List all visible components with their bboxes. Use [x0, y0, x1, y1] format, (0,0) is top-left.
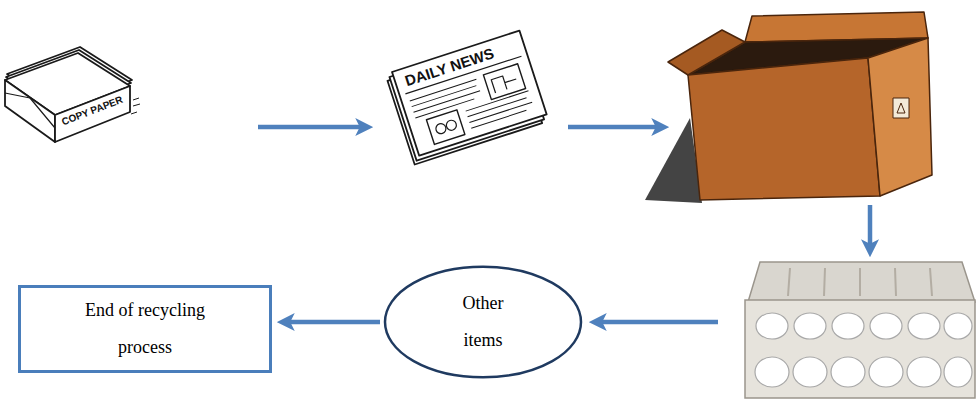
node-text: Other items [447, 285, 519, 359]
flow-arrow [600, 320, 718, 325]
flow-arrow [868, 205, 873, 246]
circle-shape [385, 267, 581, 378]
egg [831, 357, 865, 387]
carton-base [745, 300, 975, 398]
news-photo [426, 110, 464, 145]
lid-ridges [788, 268, 932, 296]
egg-carton [745, 262, 975, 398]
ream-side [5, 80, 55, 142]
news-photo-detail [435, 122, 448, 135]
recycle-mark [897, 103, 905, 113]
news-photo-detail [491, 72, 518, 93]
wrapper-fold [5, 93, 55, 128]
box-back-flap [745, 12, 928, 42]
circle-outline [383, 265, 583, 379]
ream-front [55, 86, 130, 142]
ream-hatch [131, 98, 140, 114]
process-box: End of recycling process [18, 285, 272, 373]
newspaper-page [392, 31, 547, 156]
box-sticker [893, 98, 909, 118]
carton-lid [748, 262, 975, 302]
news-photo-detail [445, 119, 458, 132]
egg [756, 313, 788, 339]
egg [832, 313, 864, 339]
node-text: End of recycling process [70, 292, 220, 366]
egg [908, 313, 940, 339]
box-side [868, 38, 932, 196]
eggs [755, 313, 972, 387]
flow-arrow [568, 125, 658, 130]
egg [907, 357, 941, 387]
egg [869, 357, 903, 387]
egg [944, 357, 972, 387]
box-front [688, 58, 880, 200]
box-left-flap [668, 30, 745, 75]
newspaper-masthead: DAILY NEWS [403, 45, 496, 89]
item-circle: Other items [383, 265, 583, 379]
flow-arrow [258, 125, 362, 130]
copy-paper-ream [5, 47, 140, 142]
egg [755, 357, 789, 387]
newspaper [385, 31, 548, 165]
flow-arrow [288, 320, 380, 325]
package-text: COPY PAPER [60, 94, 124, 127]
egg [794, 313, 826, 339]
egg [870, 313, 902, 339]
cardboard-box [645, 12, 932, 203]
news-photo [483, 64, 525, 100]
egg [944, 313, 972, 339]
egg [793, 357, 827, 387]
